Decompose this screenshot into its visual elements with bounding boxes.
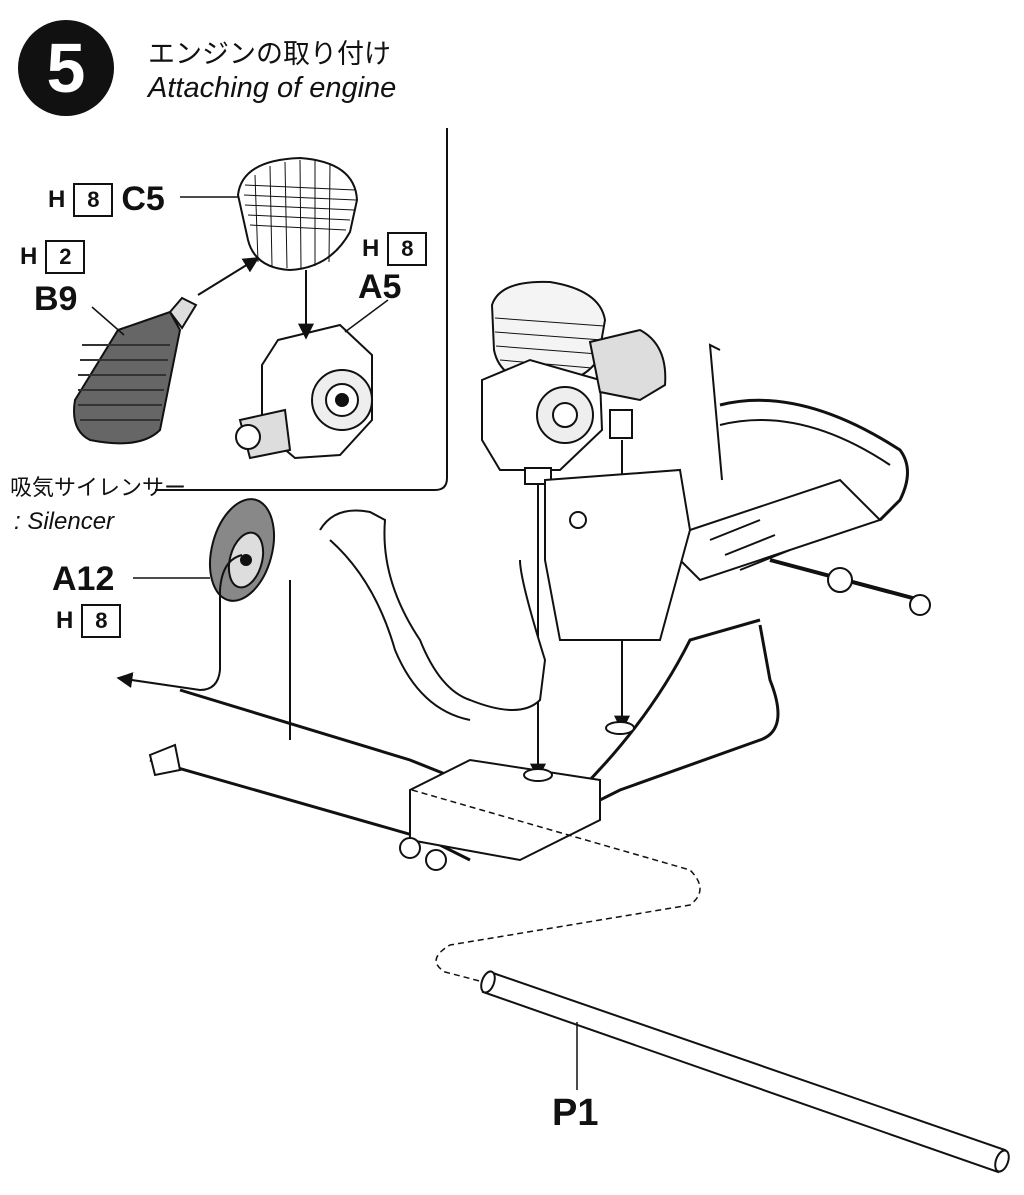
a12-label: A12 xyxy=(52,560,115,598)
step-title-en: Attaching of engine xyxy=(148,72,397,104)
a12-h-callout: H 8 xyxy=(56,604,122,638)
c5-h-number: 8 xyxy=(73,182,114,217)
a12-h-number: 8 xyxy=(81,604,122,638)
b9-h-letter: H xyxy=(20,243,38,270)
engine-assembled xyxy=(481,280,667,485)
p1-label: P1 xyxy=(552,1092,599,1134)
c5-h-letter: H xyxy=(48,185,66,213)
c5-callout: H 8 C5 xyxy=(48,180,165,219)
silencer-note-en: : Silencer xyxy=(14,508,115,535)
chassis-frame xyxy=(148,343,931,871)
rod-p1 xyxy=(480,970,1010,1174)
cylinder-head-c5 xyxy=(236,156,359,272)
step-number-badge: 5 xyxy=(18,20,114,116)
a5-h-callout: H 8 xyxy=(362,232,428,266)
step-number: 5 xyxy=(46,29,86,107)
step-title-jp: エンジンの取り付け xyxy=(148,39,391,70)
c5-label: C5 xyxy=(121,180,165,218)
silencer-b9 xyxy=(73,296,198,445)
engine-block-a5 xyxy=(235,323,373,460)
brake-disc-a12 xyxy=(209,498,275,602)
a12-h-letter: H xyxy=(56,607,74,634)
b9-h-callout: H 2 xyxy=(20,240,86,274)
a5-h-letter: H xyxy=(362,235,380,262)
rod-guide-dashed xyxy=(411,789,701,986)
a5-h-number: 8 xyxy=(387,232,428,266)
b9-label: B9 xyxy=(34,280,78,318)
inset-frame xyxy=(155,128,448,491)
b9-h-number: 2 xyxy=(45,240,86,274)
a5-label: A5 xyxy=(358,268,402,306)
silencer-note-jp: 吸気サイレンサー xyxy=(10,476,187,501)
